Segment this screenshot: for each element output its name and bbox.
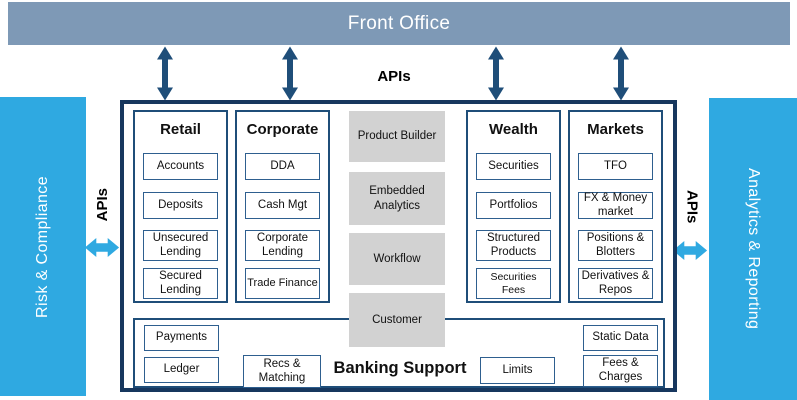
retail-deposits-box: Deposits [143, 192, 218, 219]
risk-compliance-panel: Risk & Compliance [0, 97, 86, 396]
apis-right-text: APIs [683, 190, 701, 224]
core-banking-box: Retail Accounts Deposits Unsecured Lendi… [120, 100, 677, 392]
corporate-trade-finance-box: Trade Finance [245, 268, 320, 299]
support-recs-matching-label: Recs & Matching [258, 357, 306, 384]
embedded-analytics-label: Embedded Analytics [369, 184, 425, 212]
corporate-dda-label: DDA [270, 159, 295, 172]
apis-top-label: APIs [377, 68, 411, 85]
support-static-data-label: Static Data [592, 331, 649, 344]
corporate-title: Corporate [246, 121, 319, 138]
apis-left-text: APIs [93, 188, 111, 222]
wealth-structured-products-label: Structured Products [486, 231, 541, 258]
markets-positions-blotters-label: Positions & Blotters [586, 231, 645, 258]
retail-deposits-label: Deposits [158, 198, 203, 211]
wealth-portfolios-box: Portfolios [476, 192, 551, 219]
retail-unsecured-lending-box: Unsecured Lending [143, 230, 218, 261]
corporate-dda-box: DDA [245, 153, 320, 180]
markets-derivatives-repos-label: Derivatives & Repos [581, 269, 650, 296]
corporate-lending-label: Corporate Lending [256, 231, 309, 258]
horizontal-double-arrow-icon [672, 241, 708, 260]
retail-secured-lending-box: Secured Lending [143, 268, 218, 299]
front-office-banner: Front Office [8, 2, 790, 45]
markets-title: Markets [587, 121, 644, 138]
customer-box: Customer [349, 293, 445, 347]
horizontal-double-arrow-icon [84, 238, 120, 257]
retail-unsecured-lending-label: Unsecured Lending [152, 231, 209, 258]
markets-derivatives-repos-box: Derivatives & Repos [578, 268, 653, 299]
support-limits-box: Limits [480, 357, 555, 384]
wealth-securities-fees-label: Securities Fees [490, 271, 537, 296]
customer-label: Customer [372, 313, 422, 326]
vertical-double-arrow-icon [488, 46, 504, 101]
wealth-title: Wealth [489, 121, 538, 138]
risk-compliance-label: Risk & Compliance [34, 175, 51, 318]
support-limits-label: Limits [502, 363, 533, 376]
corporate-lending-box: Corporate Lending [245, 230, 320, 261]
markets-fx-money-market-box: FX & Money market [578, 192, 653, 219]
support-payments-box: Payments [144, 325, 219, 351]
analytics-reporting-panel: Analytics & Reporting [709, 98, 797, 400]
support-fees-charges-label: Fees & Charges [598, 357, 643, 383]
support-static-data-box: Static Data [583, 325, 658, 351]
support-recs-matching-box: Recs & Matching [243, 355, 321, 388]
product-builder-label: Product Builder [357, 130, 437, 143]
vertical-double-arrow-icon [613, 46, 629, 101]
apis-left-label: APIs [90, 174, 114, 236]
markets-column: Markets TFO FX & Money market Positions … [568, 110, 663, 303]
support-ledger-box: Ledger [144, 357, 219, 383]
corporate-cash-mgt-label: Cash Mgt [257, 198, 308, 211]
wealth-securities-label: Securities [488, 159, 539, 172]
wealth-securities-box: Securities [476, 153, 551, 180]
markets-tfo-box: TFO [578, 153, 653, 180]
wealth-structured-products-box: Structured Products [476, 230, 551, 261]
retail-title: Retail [160, 121, 201, 138]
workflow-label: Workflow [373, 252, 421, 265]
embedded-analytics-box: Embedded Analytics [349, 172, 445, 225]
markets-tfo-label: TFO [604, 159, 627, 172]
vertical-double-arrow-icon [282, 46, 298, 101]
analytics-reporting-label: Analytics & Reporting [745, 168, 762, 330]
product-builder-box: Product Builder [349, 111, 445, 162]
corporate-cash-mgt-box: Cash Mgt [245, 192, 320, 219]
front-office-label: Front Office [347, 12, 451, 34]
retail-secured-lending-label: Secured Lending [159, 269, 202, 296]
corporate-column: Corporate DDA Cash Mgt Corporate Lending… [235, 110, 330, 303]
wealth-securities-fees-box: Securities Fees [476, 268, 551, 299]
support-fees-charges-box: Fees & Charges [583, 355, 658, 387]
vertical-double-arrow-icon [157, 46, 173, 101]
retail-column: Retail Accounts Deposits Unsecured Lendi… [133, 110, 228, 303]
markets-positions-blotters-box: Positions & Blotters [578, 230, 653, 261]
wealth-portfolios-label: Portfolios [489, 198, 538, 211]
banking-support-title: Banking Support [333, 359, 467, 377]
apis-right-label: APIs [680, 176, 704, 238]
retail-accounts-box: Accounts [143, 153, 218, 180]
support-ledger-label: Ledger [163, 363, 200, 376]
workflow-box: Workflow [349, 233, 445, 285]
wealth-column: Wealth Securities Portfolios Structured … [466, 110, 561, 303]
retail-accounts-label: Accounts [156, 159, 205, 172]
corporate-trade-finance-label: Trade Finance [247, 277, 318, 290]
markets-fx-money-market-label: FX & Money market [583, 191, 648, 218]
support-payments-label: Payments [155, 331, 208, 344]
